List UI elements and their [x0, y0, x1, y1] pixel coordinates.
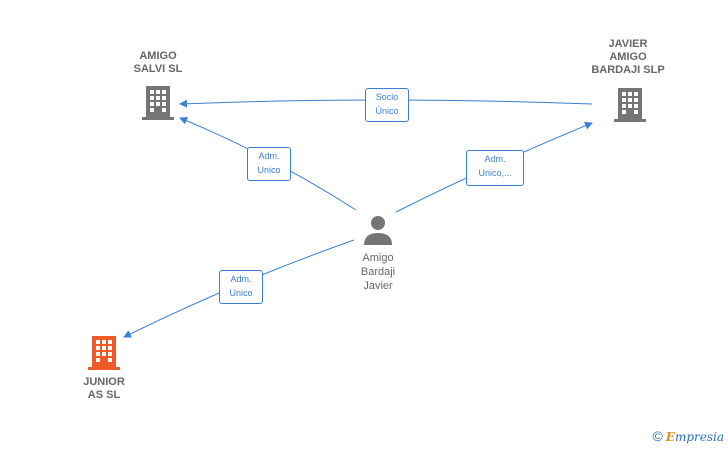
node-label-person: Amigo Bardaji Javier: [360, 252, 396, 292]
node-label-amigo-salvi: AMIGO SALVI SL: [133, 50, 183, 75]
building-icon[interactable]: [614, 86, 646, 122]
empresia-logo: ©Empresia: [652, 428, 724, 444]
building-icon[interactable]: [142, 84, 174, 120]
edge-label-adm-unico-javier[interactable]: Adm. Unico,...: [466, 150, 524, 186]
edge-label-adm-unico-junior[interactable]: Adm. Unico: [219, 270, 263, 304]
node-label-junior-as: JUNIOR AS SL: [83, 376, 125, 401]
edge-label-adm-unico-salvi[interactable]: Adm. Unico: [247, 147, 291, 181]
person-icon[interactable]: [362, 214, 394, 246]
node-label-javier-amigo-bardaji: JAVIER AMIGO BARDAJI SLP: [591, 38, 665, 76]
building-icon[interactable]: [88, 334, 120, 370]
copyright-icon: ©: [652, 428, 663, 444]
edge-label-socio-unico[interactable]: Socio Único: [365, 88, 409, 122]
